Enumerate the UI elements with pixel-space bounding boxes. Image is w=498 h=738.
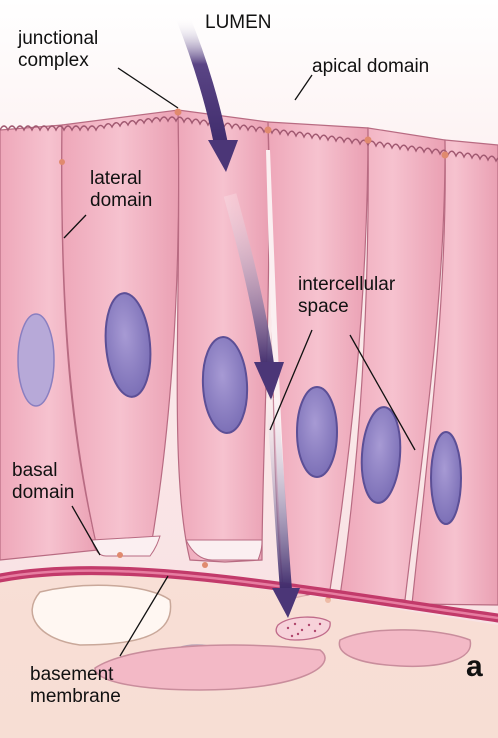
intercellular-space-label: intercellular space — [298, 274, 395, 318]
apical-domain-label: apical domain — [312, 56, 429, 78]
junctional-complex-label: junctional complex — [18, 28, 98, 72]
basement-membrane-label: basement membrane — [30, 664, 121, 708]
nucleus-6 — [431, 432, 461, 524]
basal-domain-label: basal domain — [12, 460, 74, 504]
nucleus-4 — [297, 387, 337, 477]
nucleus-1 — [18, 314, 54, 406]
cell-layer — [0, 110, 498, 605]
lumen-label: LUMEN — [205, 12, 272, 34]
lateral-domain-label: lateral domain — [90, 168, 152, 212]
cell-3 — [177, 110, 269, 562]
panel-letter: a — [466, 650, 483, 684]
connective-cell-1 — [32, 585, 170, 645]
